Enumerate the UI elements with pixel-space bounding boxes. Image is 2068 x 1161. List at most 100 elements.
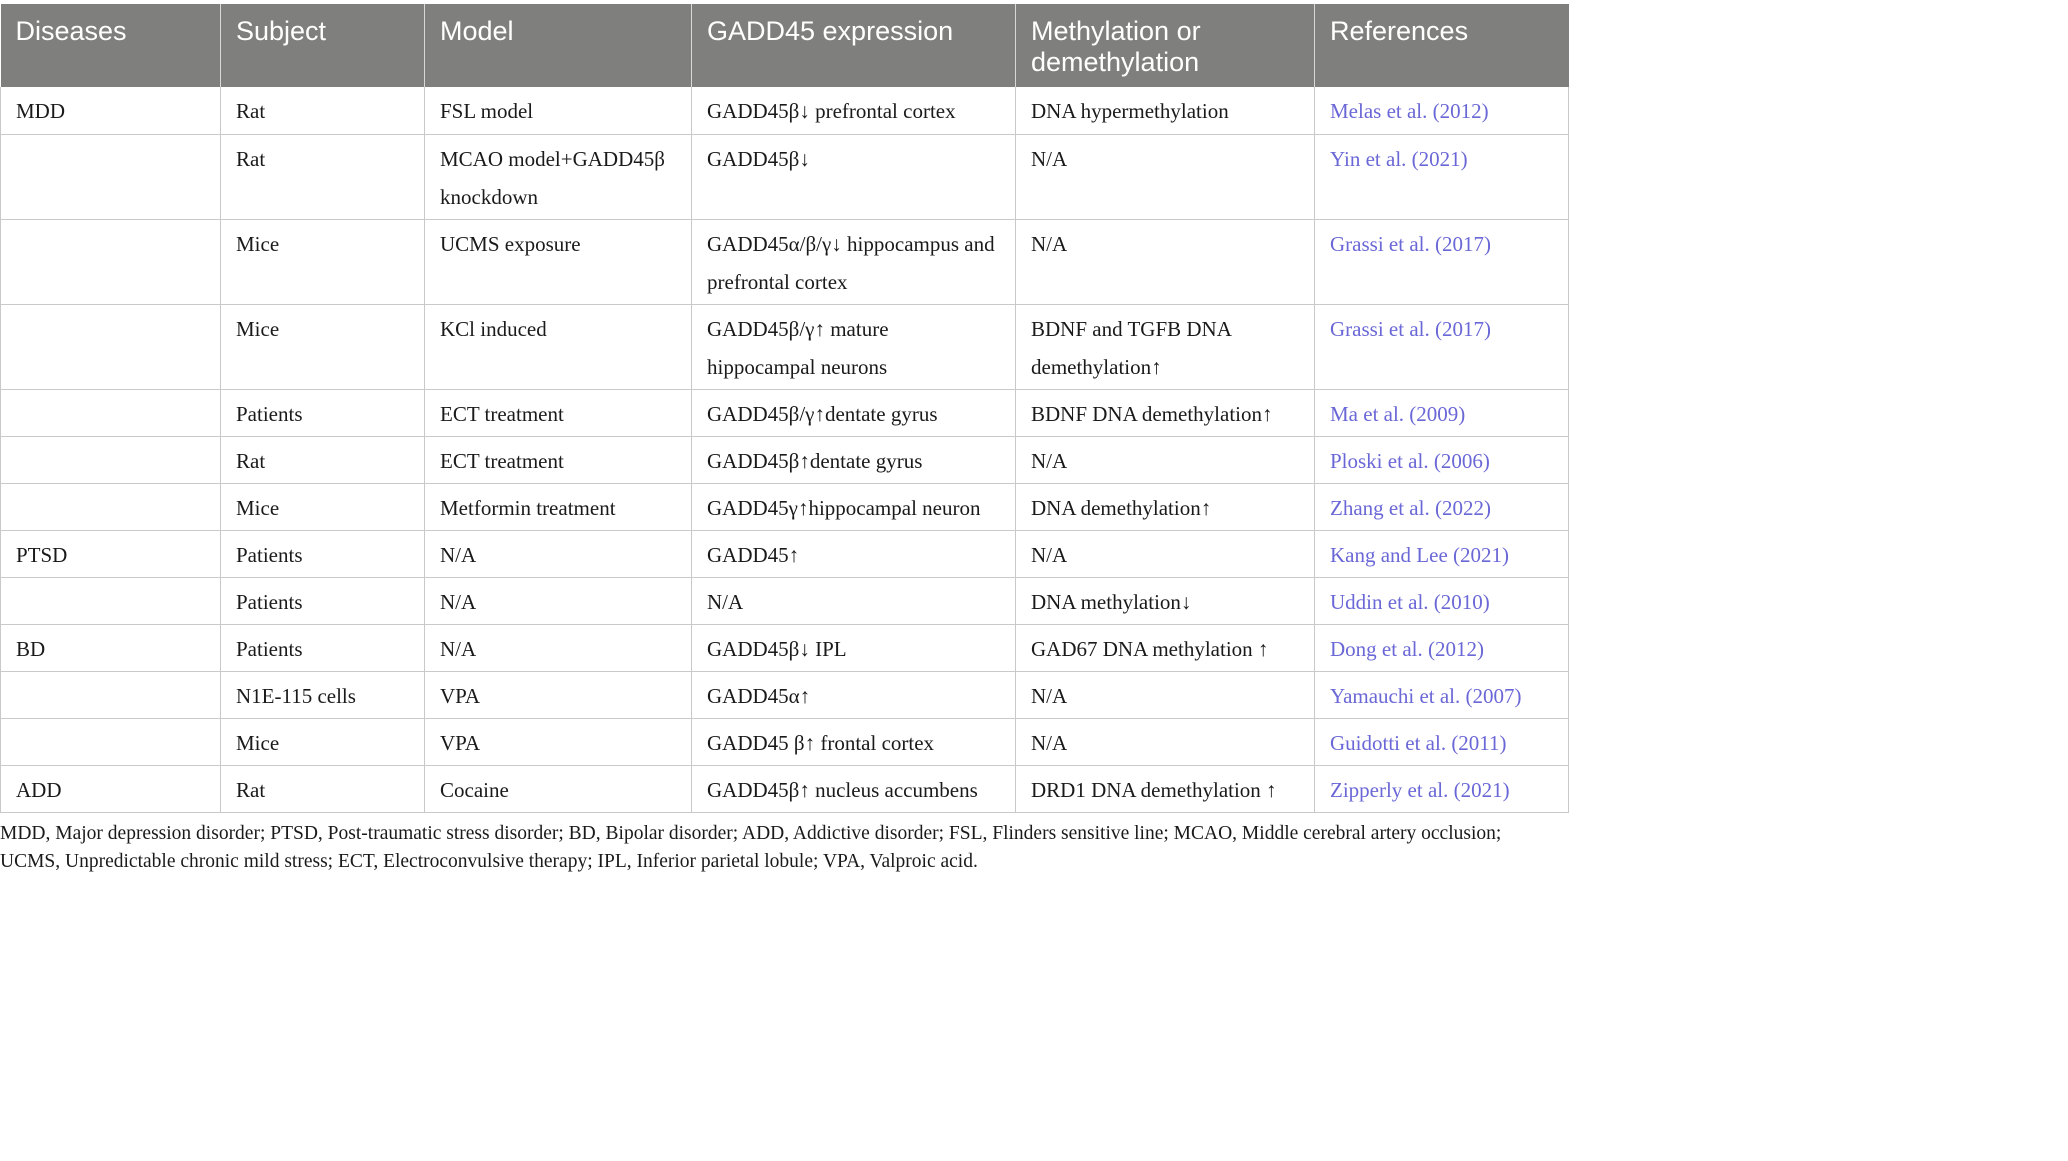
header-model: Model xyxy=(424,4,692,87)
cell-subject: Mice xyxy=(220,304,425,390)
cell-reference[interactable]: Grassi et al. (2017) xyxy=(1314,219,1569,305)
cell-methylation: BDNF and TGFB DNA demethylation↑ xyxy=(1015,304,1315,390)
cell-subject: Rat xyxy=(220,765,425,813)
cell-methylation: N/A xyxy=(1015,436,1315,484)
cell-model: VPA xyxy=(424,718,692,766)
cell-methylation: BDNF DNA demethylation↑ xyxy=(1015,389,1315,437)
cell-methylation: DNA methylation↓ xyxy=(1015,577,1315,625)
cell-reference[interactable]: Kang and Lee (2021) xyxy=(1314,530,1569,578)
header-row: Diseases Subject Model GADD45 expression… xyxy=(0,4,1569,87)
cell-methylation: N/A xyxy=(1015,530,1315,578)
gadd45-table: Diseases Subject Model GADD45 expression… xyxy=(0,4,1569,813)
cell-gadd45-expression: GADD45β↑dentate gyrus xyxy=(691,436,1016,484)
cell-model: UCMS exposure xyxy=(424,219,692,305)
cell-model: FSL model xyxy=(424,87,692,135)
cell-reference[interactable]: Grassi et al. (2017) xyxy=(1314,304,1569,390)
header-gadd45-expression: GADD45 expression xyxy=(691,4,1016,87)
cell-reference[interactable]: Melas et al. (2012) xyxy=(1314,87,1569,135)
cell-methylation: N/A xyxy=(1015,718,1315,766)
cell-subject: Rat xyxy=(220,87,425,135)
cell-subject: Patients xyxy=(220,624,425,672)
cell-gadd45-expression: GADD45β/γ↑ mature hippocampal neurons xyxy=(691,304,1016,390)
cell-methylation: DNA hypermethylation xyxy=(1015,87,1315,135)
cell-disease xyxy=(0,304,221,390)
cell-gadd45-expression: GADD45 β↑ frontal cortex xyxy=(691,718,1016,766)
cell-model: Cocaine xyxy=(424,765,692,813)
cell-subject: Patients xyxy=(220,530,425,578)
cell-reference[interactable]: Yamauchi et al. (2007) xyxy=(1314,671,1569,719)
cell-reference[interactable]: Uddin et al. (2010) xyxy=(1314,577,1569,625)
cell-disease: ADD xyxy=(0,765,221,813)
cell-disease xyxy=(0,389,221,437)
cell-gadd45-expression: GADD45γ↑hippocampal neuron xyxy=(691,483,1016,531)
cell-methylation: GAD67 DNA methylation ↑ xyxy=(1015,624,1315,672)
header-diseases: Diseases xyxy=(0,4,221,87)
cell-disease: PTSD xyxy=(0,530,221,578)
cell-disease: BD xyxy=(0,624,221,672)
cell-methylation: N/A xyxy=(1015,134,1315,220)
table-footnote: MDD, Major depression disorder; PTSD, Po… xyxy=(0,823,1502,872)
cell-disease xyxy=(0,577,221,625)
cell-model: N/A xyxy=(424,624,692,672)
header-subject: Subject xyxy=(220,4,425,87)
cell-disease: MDD xyxy=(0,87,221,135)
cell-model: MCAO model+GADD45β knockdown xyxy=(424,134,692,220)
cell-subject: Patients xyxy=(220,389,425,437)
cell-disease xyxy=(0,718,221,766)
cell-gadd45-expression: GADD45β/γ↑dentate gyrus xyxy=(691,389,1016,437)
cell-subject: Patients xyxy=(220,577,425,625)
cell-gadd45-expression: GADD45↑ xyxy=(691,530,1016,578)
cell-methylation: N/A xyxy=(1015,219,1315,305)
cell-model: ECT treatment xyxy=(424,389,692,437)
cell-gadd45-expression: GADD45β↓ prefrontal cortex xyxy=(691,87,1016,135)
cell-disease xyxy=(0,671,221,719)
cell-subject: Mice xyxy=(220,718,425,766)
cell-subject: N1E-115 cells xyxy=(220,671,425,719)
cell-gadd45-expression: N/A xyxy=(691,577,1016,625)
cell-disease xyxy=(0,134,221,220)
cell-disease xyxy=(0,436,221,484)
cell-subject: Mice xyxy=(220,483,425,531)
cell-methylation: N/A xyxy=(1015,671,1315,719)
cell-model: N/A xyxy=(424,577,692,625)
cell-reference[interactable]: Guidotti et al. (2011) xyxy=(1314,718,1569,766)
cell-gadd45-expression: GADD45β↓ xyxy=(691,134,1016,220)
cell-reference[interactable]: Ploski et al. (2006) xyxy=(1314,436,1569,484)
header-methylation: Methylation or demethylation xyxy=(1015,4,1315,87)
cell-subject: Rat xyxy=(220,436,425,484)
cell-reference[interactable]: Yin et al. (2021) xyxy=(1314,134,1569,220)
cell-reference[interactable]: Zhang et al. (2022) xyxy=(1314,483,1569,531)
cell-methylation: DNA demethylation↑ xyxy=(1015,483,1315,531)
cell-methylation: DRD1 DNA demethylation ↑ xyxy=(1015,765,1315,813)
cell-model: VPA xyxy=(424,671,692,719)
cell-model: N/A xyxy=(424,530,692,578)
cell-subject: Rat xyxy=(220,134,425,220)
cell-gadd45-expression: GADD45α/β/γ↓ hippocampus and prefrontal … xyxy=(691,219,1016,305)
table-header: Diseases Subject Model GADD45 expression… xyxy=(0,4,1569,87)
cell-gadd45-expression: GADD45β↓ IPL xyxy=(691,624,1016,672)
cell-subject: Mice xyxy=(220,219,425,305)
cell-disease xyxy=(0,483,221,531)
cell-model: KCl induced xyxy=(424,304,692,390)
cell-reference[interactable]: Zipperly et al. (2021) xyxy=(1314,765,1569,813)
cell-reference[interactable]: Dong et al. (2012) xyxy=(1314,624,1569,672)
cell-model: ECT treatment xyxy=(424,436,692,484)
header-references: References xyxy=(1314,4,1569,87)
cell-gadd45-expression: GADD45α↑ xyxy=(691,671,1016,719)
cell-reference[interactable]: Ma et al. (2009) xyxy=(1314,389,1569,437)
cell-gadd45-expression: GADD45β↑ nucleus accumbens xyxy=(691,765,1016,813)
